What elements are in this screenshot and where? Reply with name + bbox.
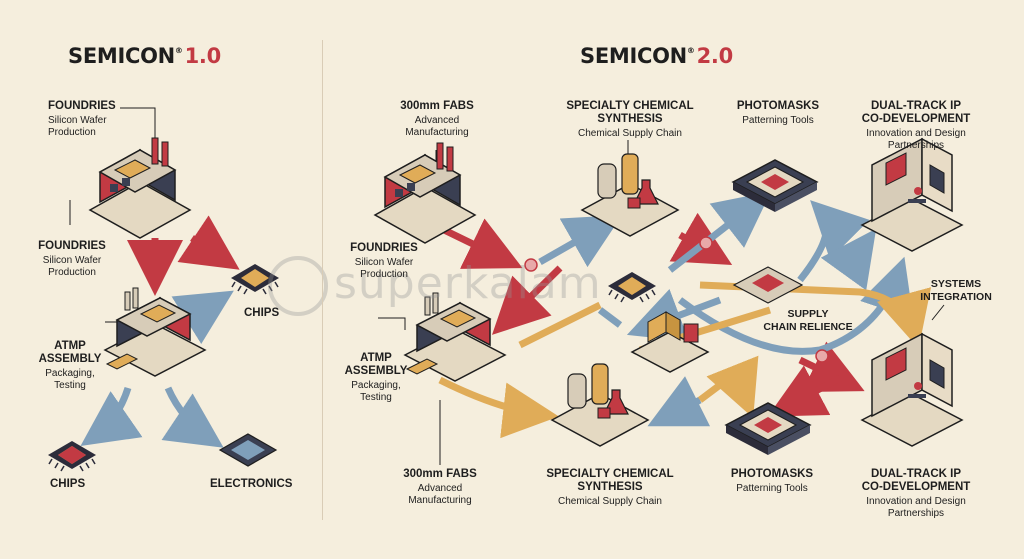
heading: FOUNDRIES	[38, 240, 106, 252]
label-photomasks-top: PHOTOMASKS Patterning Tools	[728, 100, 828, 127]
section-divider	[322, 40, 323, 520]
heading: SYSTEMS INTEGRATION	[920, 278, 992, 303]
label-foundries-mid: FOUNDRIES Silicon Wafer Production	[36, 240, 108, 279]
heading: FOUNDRIES	[350, 242, 418, 254]
factory-icon	[89, 137, 191, 239]
atmp-building-icon	[104, 287, 206, 377]
photomask-icon	[732, 159, 818, 213]
heading: FOUNDRIES	[48, 100, 116, 112]
subtext: Innovation and Design Partnerships	[866, 496, 966, 519]
title-version: 2.0	[696, 44, 734, 68]
subtext: Advanced Manufacturing	[405, 115, 469, 138]
registered-mark: ®	[686, 46, 695, 55]
supply-chain-device-icon	[732, 266, 804, 304]
chemical-lab-icon	[551, 363, 649, 447]
chip-icon	[607, 271, 657, 303]
label-chips-right: CHIPS	[244, 307, 280, 319]
label-foundries-right: FOUNDRIES Silicon Wafer Production	[346, 242, 422, 281]
subtext: Silicon Wafer Production	[354, 257, 414, 280]
heading: ATMP ASSEMBLY	[344, 352, 408, 377]
subtext: Patterning Tools	[736, 483, 808, 494]
heading: SPECIALTY CHEMICAL SYNTHESIS	[566, 100, 694, 125]
heading: DUAL-TRACK IP CO-DEVELOPMENT	[861, 468, 971, 493]
subtext: Chemical Supply Chain	[578, 128, 682, 139]
label-atmp-left: ATMP ASSEMBLY Packaging, Testing	[34, 340, 106, 392]
subtext: Chemical Supply Chain	[558, 496, 662, 507]
label-photomasks-bottom: PHOTOMASKS Patterning Tools	[722, 468, 822, 495]
subtext: Packaging, Testing	[351, 380, 401, 403]
heading: SPECIALTY CHEMICAL SYNTHESIS	[546, 468, 674, 493]
label-chem-bottom: SPECIALTY CHEMICAL SYNTHESIS Chemical Su…	[540, 468, 680, 508]
subtext: Advanced Manufacturing	[408, 483, 472, 506]
label-ip-top: DUAL-TRACK IP CO-DEVELOPMENT Innovation …	[852, 100, 980, 152]
subtext: Silicon Wafer Production	[48, 115, 107, 138]
electronics-icon	[218, 433, 278, 467]
atom-icon	[268, 256, 328, 316]
label-chips-bottom: CHIPS	[50, 478, 86, 490]
subtext: Patterning Tools	[742, 115, 814, 126]
heading: ATMP ASSEMBLY	[38, 340, 102, 365]
semicon-1-title: SEMICON®1.0	[68, 44, 221, 68]
ip-workstation-icon	[861, 138, 963, 252]
label-supply-chain: SUPPLY CHAIN RELIENCE	[758, 308, 858, 334]
label-foundries-top: FOUNDRIES Silicon Wafer Production	[48, 100, 116, 139]
watermark-logo: superkalam	[268, 256, 602, 316]
label-electronics: ELECTRONICS	[210, 478, 293, 490]
heading: PHOTOMASKS	[736, 100, 820, 112]
watermark-text: superkalam	[334, 258, 602, 309]
registered-mark: ®	[174, 46, 183, 55]
label-fabs-top: 300mm FABS Advanced Manufacturing	[392, 100, 482, 139]
chemical-lab-icon	[581, 153, 679, 237]
heading: SUPPLY CHAIN RELIENCE	[763, 308, 853, 333]
subtext: Innovation and Design Partnerships	[866, 128, 966, 151]
semicon-2-title: SEMICON®2.0	[580, 44, 733, 68]
fab-factory-icon	[374, 142, 476, 244]
label-chem-top: SPECIALTY CHEMICAL SYNTHESIS Chemical Su…	[560, 100, 700, 140]
label-atmp-right: ATMP ASSEMBLY Packaging, Testing	[340, 352, 412, 404]
subtext: Silicon Wafer Production	[42, 255, 102, 278]
photomask-icon	[725, 402, 811, 456]
ip-workstation-icon	[861, 333, 963, 447]
title-version: 1.0	[184, 44, 222, 68]
heading: DUAL-TRACK IP CO-DEVELOPMENT	[861, 100, 971, 125]
heading: PHOTOMASKS	[730, 468, 814, 480]
logistics-boxes-icon	[631, 311, 709, 373]
title-text: SEMICON	[580, 44, 687, 68]
heading: 300mm FABS	[403, 468, 477, 480]
subtext: Packaging, Testing	[45, 368, 95, 391]
label-fabs-bottom: 300mm FABS Advanced Manufacturing	[392, 468, 488, 507]
label-ip-bottom: DUAL-TRACK IP CO-DEVELOPMENT Innovation …	[852, 468, 980, 520]
label-systems-integration: SYSTEMS INTEGRATION	[918, 278, 994, 304]
title-text: SEMICON	[68, 44, 175, 68]
heading: 300mm FABS	[400, 100, 474, 112]
